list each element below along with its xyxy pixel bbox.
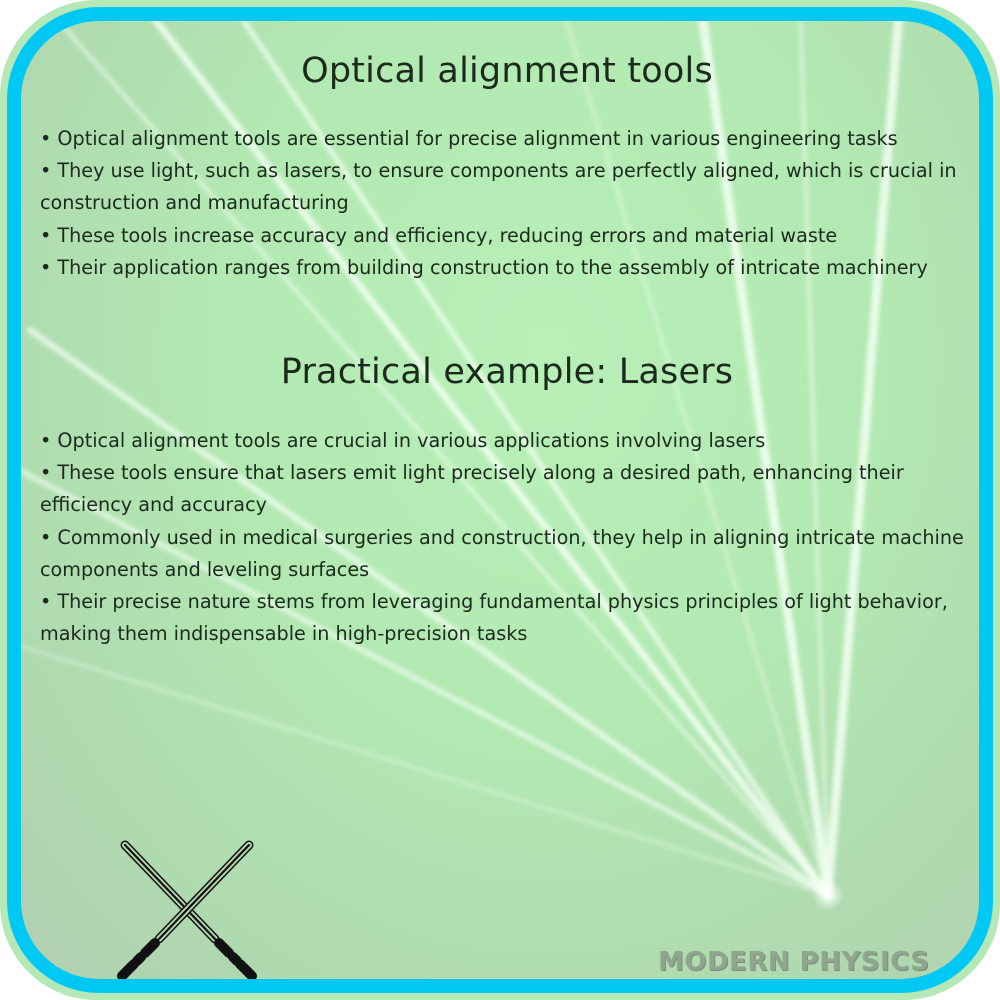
bullet-item: • Their precise nature stems from levera… — [40, 590, 948, 646]
section-title-practical-example: Practical example: Lasers — [280, 352, 734, 392]
section-title-optical-alignment: Optical alignment tools — [301, 51, 713, 91]
bullet-item: • They use light, such as lasers, to ens… — [40, 159, 957, 215]
bullet-item: • These tools increase accuracy and effi… — [40, 223, 838, 247]
bullet-item: • Their application ranges from building… — [40, 255, 928, 279]
brand-logo-text: MODERN PHYSICS — [658, 947, 930, 977]
info-card: Optical alignment tools • Optical alignm… — [7, 7, 993, 993]
bullet-item: • These tools ensure that lasers emit li… — [40, 461, 904, 517]
section-bullets-optical-alignment: • Optical alignment tools are essential … — [40, 123, 975, 284]
bullet-item: • Optical alignment tools are crucial in… — [40, 429, 766, 452]
crossed-lightsabers-icon — [117, 840, 257, 979]
bullet-item: • Commonly used in medical surgeries and… — [40, 525, 964, 581]
section-bullets-practical-example: • Optical alignment tools are crucial in… — [40, 425, 975, 650]
bullet-item: • Optical alignment tools are essential … — [40, 127, 898, 150]
